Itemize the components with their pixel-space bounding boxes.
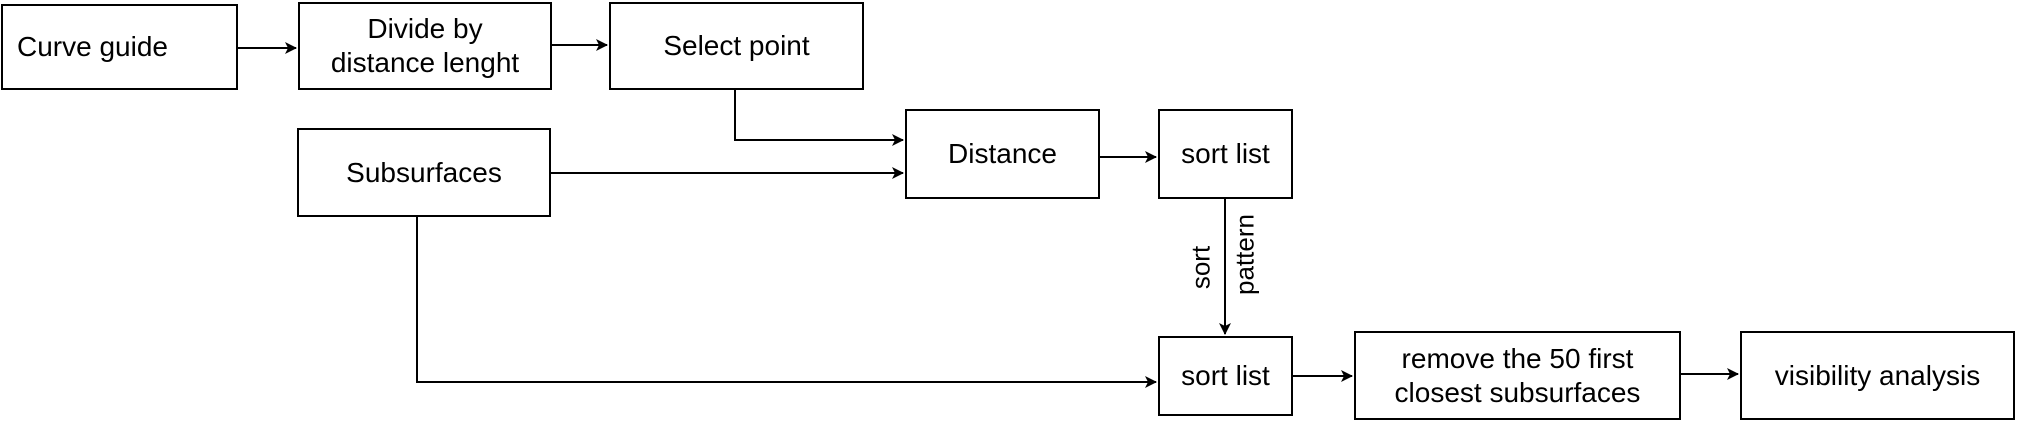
node-visibility-analysis: visibility analysis	[1740, 331, 2015, 420]
edge-subsurfaces-to-sortlist	[416, 217, 1157, 388]
node-select-point-label: Select point	[663, 30, 810, 62]
node-sort-list-upper-label: sort list	[1181, 138, 1270, 170]
edge-select-to-distance	[734, 90, 904, 146]
node-curve-guide-label: Curve guide	[17, 31, 168, 63]
node-sort-list-lower-label: sort list	[1181, 360, 1270, 392]
node-distance-label: Distance	[948, 138, 1057, 170]
node-subsurfaces-label: Subsurfaces	[346, 156, 502, 188]
edge-label-pattern: pattern	[1229, 214, 1260, 295]
node-sort-list-lower: sort list	[1158, 336, 1293, 416]
node-divide-label: Divide by distance lenght	[330, 13, 520, 78]
node-remove-closest: remove the 50 first closest subsurfaces	[1354, 331, 1681, 420]
node-select-point: Select point	[609, 2, 864, 90]
node-remove-label: remove the 50 first closest subsurfaces	[1394, 342, 1641, 408]
node-divide-by-distance: Divide by distance lenght	[298, 2, 552, 90]
node-visibility-label: visibility analysis	[1774, 359, 1981, 391]
node-curve-guide: Curve guide	[1, 4, 238, 90]
edge-label-sort: sort	[1185, 245, 1216, 290]
node-subsurfaces: Subsurfaces	[297, 128, 551, 217]
node-sort-list-upper: sort list	[1158, 109, 1293, 199]
node-distance: Distance	[905, 109, 1100, 199]
